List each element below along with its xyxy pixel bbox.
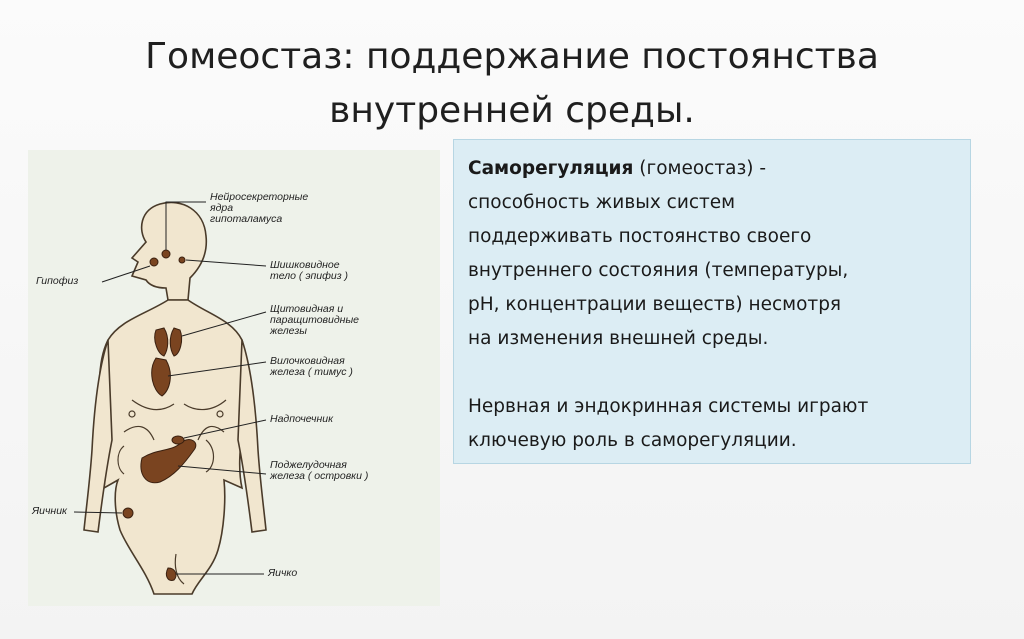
human-body-illustration [73, 201, 267, 595]
pineal-gland [178, 256, 186, 264]
definition-term: Саморегуляция [468, 158, 634, 179]
label-testis: Яичко [268, 567, 298, 579]
definition-line-6: на изменения внешней среды. [468, 328, 769, 349]
label-pituitary: Гипофиз [36, 275, 79, 287]
definition-line-2: способность живых систем [468, 192, 736, 213]
definition-line-1: Саморегуляция (гомеостаз) - [468, 152, 956, 186]
pituitary-gland [149, 257, 159, 267]
thymus-gland [151, 357, 171, 397]
definition-box: Саморегуляция (гомеостаз) - способность … [453, 139, 971, 464]
slide-title-line2: внутренней среды. [329, 90, 695, 131]
label-neurosecretory: Нейросекреторные ядра гипоталамуса [210, 191, 309, 225]
paragraph2-line-2: ключевую роль в саморегуляции. [468, 430, 797, 451]
label-thyroid: Щитовидная и паращитовидные железы [270, 303, 360, 337]
definition-line-1-rest: (гомеостаз) - [633, 158, 767, 179]
adrenal-gland [171, 435, 185, 445]
paragraph2-line-1: Нервная и эндокринная системы играют [468, 396, 869, 417]
hypothalamus-gland [161, 249, 171, 259]
slide-title: Гомеостаз: поддержание постоянства внутр… [40, 30, 984, 138]
label-pineal: Шишковидное тело ( эпифиз ) [270, 259, 349, 282]
pancreas-gland [140, 439, 197, 484]
thyroid-gland [154, 327, 183, 357]
label-ovary: Яичник [32, 505, 68, 517]
paragraph-gap [468, 356, 956, 390]
left-arm [83, 339, 113, 533]
right-arm [237, 339, 267, 533]
label-adrenal: Надпочечник [270, 413, 334, 425]
slide-title-line1: Гомеостаз: поддержание постоянства [145, 36, 879, 77]
definition-line-4: внутреннего состояния (температуры, [468, 260, 849, 281]
definition-line-3: поддерживать постоянство своего [468, 226, 812, 247]
label-thymus: Вилочковидная железа ( тимус ) [270, 355, 353, 378]
label-pancreas: Поджелудочная железа ( островки ) [270, 459, 369, 482]
ovary-gland [122, 507, 134, 519]
definition-line-5: рН, концентрации веществ) несмотря [468, 294, 842, 315]
endocrine-system-figure: Нейросекреторные ядра гипоталамуса Гипоф… [28, 150, 440, 606]
testis-gland [165, 567, 177, 581]
